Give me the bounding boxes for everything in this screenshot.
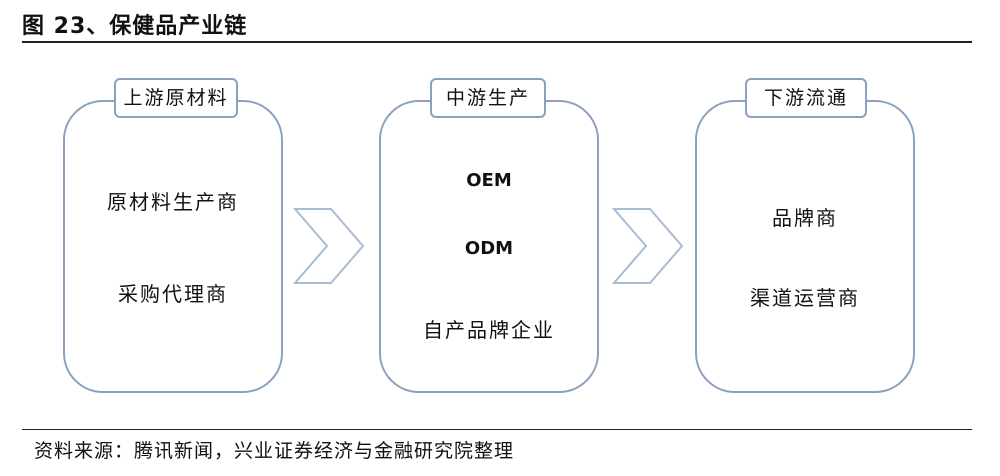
stage-label-midstream: 中游生产 bbox=[430, 78, 546, 118]
chevron-right-icon bbox=[612, 208, 684, 284]
stage-upstream: 原材料生产商 采购代理商 bbox=[63, 100, 283, 393]
stage-item: ODM bbox=[464, 238, 514, 259]
source-rule bbox=[22, 429, 972, 430]
title-rule bbox=[22, 41, 972, 43]
stage-item: 自产品牌企业 bbox=[423, 318, 555, 342]
stage-item: 渠道运营商 bbox=[750, 286, 860, 310]
stage-item: OEM bbox=[466, 170, 512, 191]
figure-title: 图 23、保健品产业链 bbox=[22, 14, 248, 39]
chevron-right-icon bbox=[293, 208, 365, 284]
stage-item: 品牌商 bbox=[772, 206, 838, 230]
stage-label-upstream: 上游原材料 bbox=[114, 78, 238, 118]
stage-midstream: OEM ODM 自产品牌企业 bbox=[379, 100, 599, 393]
stage-label-downstream: 下游流通 bbox=[745, 78, 867, 118]
source-note: 资料来源：腾讯新闻，兴业证券经济与金融研究院整理 bbox=[34, 440, 515, 462]
stage-item: 原材料生产商 bbox=[107, 190, 239, 214]
stage-item: 采购代理商 bbox=[118, 282, 228, 306]
stage-downstream: 品牌商 渠道运营商 bbox=[695, 100, 915, 393]
